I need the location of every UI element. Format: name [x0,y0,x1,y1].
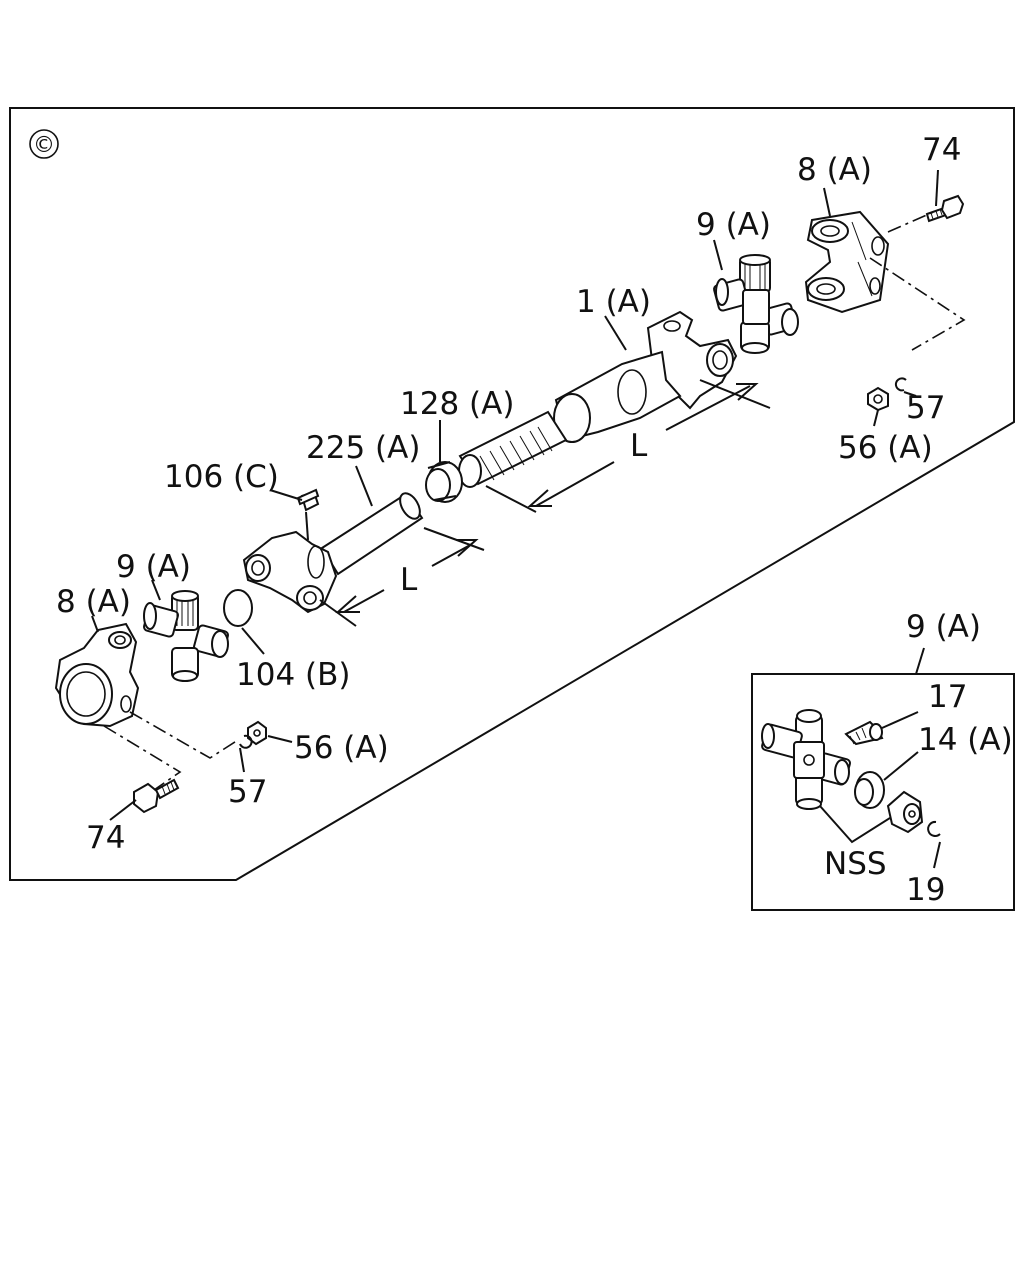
clip-left [239,734,253,749]
label-top-right-flange: 8 (A) [797,152,872,188]
label-left-bolt: 74 [86,820,125,856]
boot-ring [425,461,463,503]
dimension-lower [319,527,485,627]
label-left-clip: 57 [228,774,267,810]
label-left-flange: 8 (A) [56,584,131,620]
label-plug: 104 (B) [236,657,350,693]
label-top-right-clip: 57 [906,390,945,426]
label-inset-seal: 14 (A) [918,722,1013,758]
inset-leader-lines [819,711,941,869]
section-marker: © [29,129,59,159]
label-inset-title: 9 (A) [906,609,981,645]
label-length-lower: L [400,562,418,598]
inset-spider [761,709,851,810]
label-top-right-nut: 56 (A) [838,430,933,466]
spider-left [143,590,229,682]
inset-frame [751,673,1015,911]
label-slip-yoke: 1 (A) [576,284,651,320]
main-frame [9,107,1015,881]
slip-yoke-assembly [458,310,738,488]
label-top-right-spider: 9 (A) [696,207,771,243]
label-length-upper: L [630,428,648,464]
label-inset-nss: NSS [824,846,887,882]
inset-seal [854,771,885,809]
flange-yoke-top-right [804,210,890,314]
section-marker-text: © [33,133,55,158]
label-tube: 225 (A) [306,430,420,466]
clip-top-right [894,377,907,392]
centerline-top-right [869,209,966,351]
label-inset-snap-ring: 19 [906,872,945,908]
inset-leader [915,647,925,675]
dimension-upper [485,379,771,513]
nut-top-right [867,386,889,412]
inset-snap-ring [927,820,941,837]
bolt-top-right [925,194,965,223]
label-top-right-bolt: 74 [922,132,961,168]
inset-grease-fitting [844,720,884,746]
label-grease-fitting: 106 (C) [164,459,279,495]
leader-lines [91,169,939,821]
inset-bearing-cup [886,790,924,834]
tube-end-yoke [242,530,338,614]
label-boot: 128 (A) [400,386,514,422]
spider-top-right [713,254,799,354]
grease-fitting [296,488,320,541]
label-left-nut: 56 (A) [294,730,389,766]
plug [223,589,253,627]
label-left-spider: 9 (A) [116,549,191,585]
nut-left [247,720,267,746]
flange-yoke-left [54,622,140,728]
label-inset-fitting: 17 [928,679,967,715]
bolt-left [133,778,180,814]
centerline-left [103,711,239,791]
